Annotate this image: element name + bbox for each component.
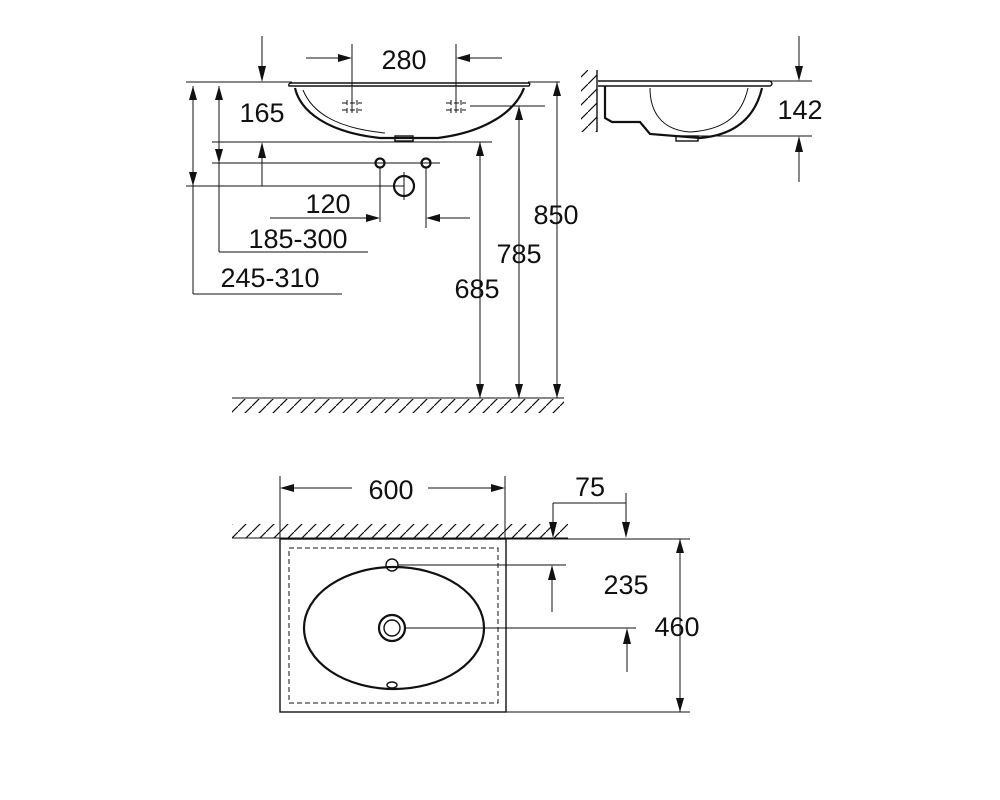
floor-hatch [232, 397, 564, 413]
dim-235: 235 [548, 565, 649, 672]
dim-120: 120 [270, 168, 470, 228]
dim-185-300-label: 185-300 [248, 224, 347, 254]
wall-hatch [581, 70, 597, 132]
wall-top-hatch [232, 524, 568, 539]
basin-inner-dashed [288, 547, 499, 704]
dim-75-label: 75 [575, 472, 605, 502]
dim-600-label: 600 [368, 475, 413, 505]
top-view: 600 75 235 460 [232, 472, 700, 713]
dim-120-label: 120 [305, 189, 350, 219]
dim-600: 600 [279, 475, 506, 539]
tap-hole-top-icon [385, 558, 399, 572]
dim-850-label: 850 [533, 200, 578, 230]
side-view: 142 [581, 36, 823, 182]
basin-rim [288, 82, 531, 87]
dim-460-label: 460 [654, 612, 699, 642]
dim-280-label: 280 [381, 45, 426, 75]
dim-245-310: 245-310 [189, 86, 342, 295]
basin-bowl [293, 87, 526, 140]
dim-850: 850 [533, 82, 579, 398]
front-view: 280 165 120 [186, 36, 579, 413]
dim-185-300: 185-300 [215, 86, 368, 254]
dim-165-label: 165 [239, 98, 284, 128]
dim-142-label: 142 [777, 95, 822, 125]
drain-outlet [394, 135, 414, 142]
drain-top-icon [377, 613, 407, 643]
side-bowl [603, 86, 764, 140]
dim-75: 75 [549, 472, 630, 538]
dim-460: 460 [654, 539, 700, 712]
basin-outline [279, 538, 507, 713]
dim-280: 280 [306, 44, 502, 113]
dim-785-label: 785 [496, 239, 541, 269]
basin-inner-line [302, 89, 386, 134]
dim-685: 685 [454, 142, 500, 398]
supply-hole-right-icon [420, 157, 432, 169]
supply-hole-left-icon [374, 157, 386, 169]
dim-245-310-label: 245-310 [220, 263, 319, 293]
dim-142: 142 [777, 36, 823, 182]
dim-785: 785 [496, 106, 542, 398]
dim-235-label: 235 [603, 570, 648, 600]
overflow-top-icon [386, 681, 398, 689]
dim-685-label: 685 [454, 274, 499, 304]
dim-165: 165 [239, 98, 285, 186]
